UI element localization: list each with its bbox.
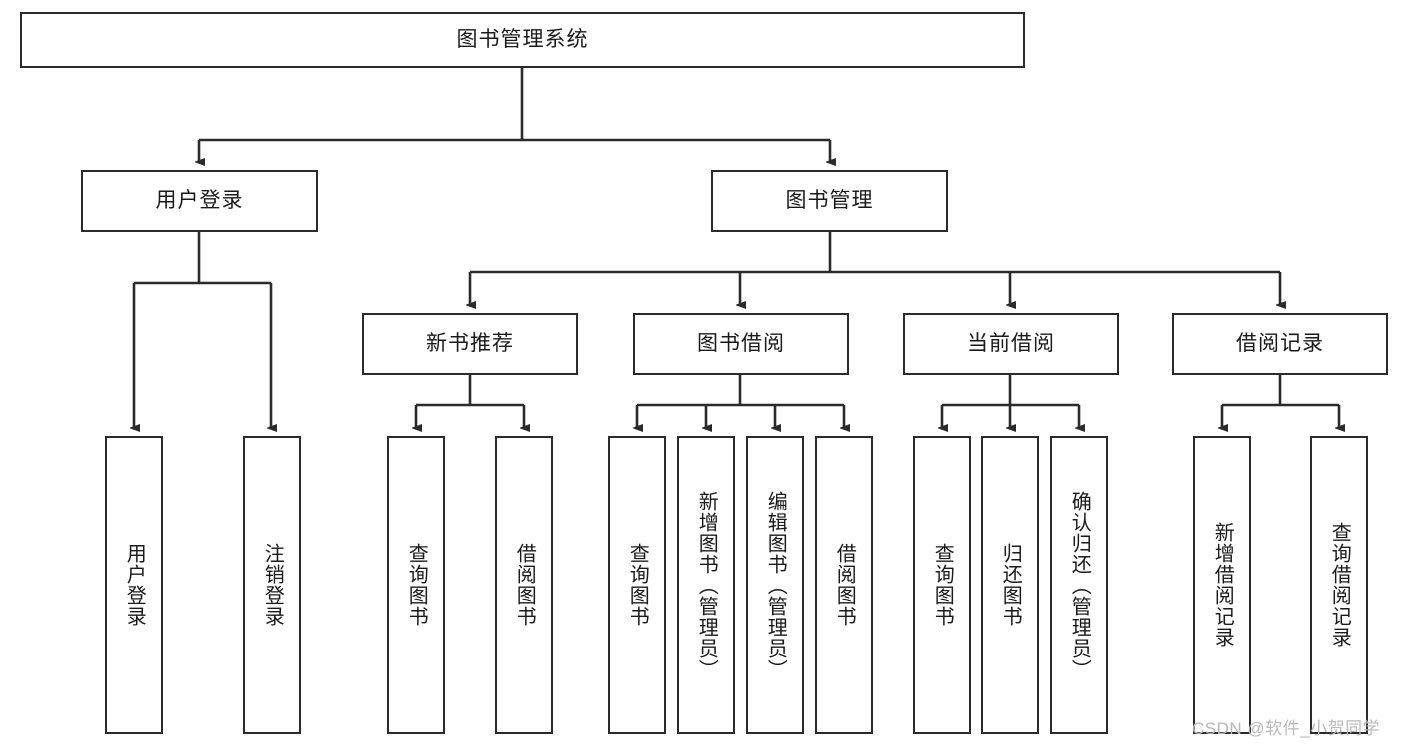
node-leaf-user-login-label: 用户登录	[123, 543, 146, 627]
node-leaf-add-book[interactable]: 新增图书（管理员）	[677, 436, 735, 734]
node-leaf-query-book-1[interactable]: 查询图书	[387, 436, 445, 734]
node-leaf-query-record[interactable]: 查询借阅记录	[1310, 436, 1368, 734]
node-leaf-confirm-return-label: 确认归还（管理员）	[1068, 490, 1091, 680]
node-leaf-borrow-book-1[interactable]: 借阅图书	[495, 436, 553, 734]
node-leaf-query-book-2[interactable]: 查询图书	[608, 436, 666, 734]
node-new-book-recommend[interactable]: 新书推荐	[362, 313, 578, 375]
node-leaf-query-record-label: 查询借阅记录	[1328, 522, 1351, 648]
node-leaf-user-login[interactable]: 用户登录	[105, 436, 163, 734]
node-leaf-logout[interactable]: 注销登录	[243, 436, 301, 734]
node-root-label: 图书管理系统	[456, 28, 589, 52]
node-leaf-add-book-label: 新增图书（管理员）	[695, 490, 718, 680]
node-user-login[interactable]: 用户登录	[81, 170, 318, 232]
node-leaf-borrow-book-1-label: 借阅图书	[513, 543, 536, 627]
node-book-management[interactable]: 图书管理	[711, 170, 948, 232]
node-borrow-record-label: 借阅记录	[1236, 332, 1324, 356]
node-leaf-add-record[interactable]: 新增借阅记录	[1193, 436, 1251, 734]
node-leaf-query-book-1-label: 查询图书	[405, 543, 428, 627]
node-leaf-confirm-return[interactable]: 确认归还（管理员）	[1050, 436, 1108, 734]
node-leaf-add-record-label: 新增借阅记录	[1211, 522, 1234, 648]
node-leaf-query-book-3[interactable]: 查询图书	[913, 436, 971, 734]
node-leaf-return-book[interactable]: 归还图书	[981, 436, 1039, 734]
node-leaf-borrow-book-2[interactable]: 借阅图书	[815, 436, 873, 734]
node-book-borrow-label: 图书借阅	[697, 332, 785, 356]
node-current-borrow-label: 当前借阅	[967, 332, 1055, 356]
node-current-borrow[interactable]: 当前借阅	[903, 313, 1119, 375]
node-leaf-query-book-2-label: 查询图书	[626, 543, 649, 627]
node-leaf-edit-book[interactable]: 编辑图书（管理员）	[746, 436, 804, 734]
node-leaf-query-book-3-label: 查询图书	[931, 543, 954, 627]
node-book-management-label: 图书管理	[785, 189, 874, 213]
node-borrow-record[interactable]: 借阅记录	[1172, 313, 1388, 375]
node-leaf-return-book-label: 归还图书	[999, 543, 1022, 627]
node-user-login-label: 用户登录	[155, 189, 244, 213]
node-root[interactable]: 图书管理系统	[20, 12, 1025, 68]
node-new-book-recommend-label: 新书推荐	[426, 332, 514, 356]
node-leaf-logout-label: 注销登录	[261, 543, 284, 627]
node-leaf-edit-book-label: 编辑图书（管理员）	[764, 490, 787, 680]
node-leaf-borrow-book-2-label: 借阅图书	[833, 543, 856, 627]
node-book-borrow[interactable]: 图书借阅	[633, 313, 849, 375]
csdn-watermark: CSDN @软件_小贺同学	[1192, 719, 1381, 738]
